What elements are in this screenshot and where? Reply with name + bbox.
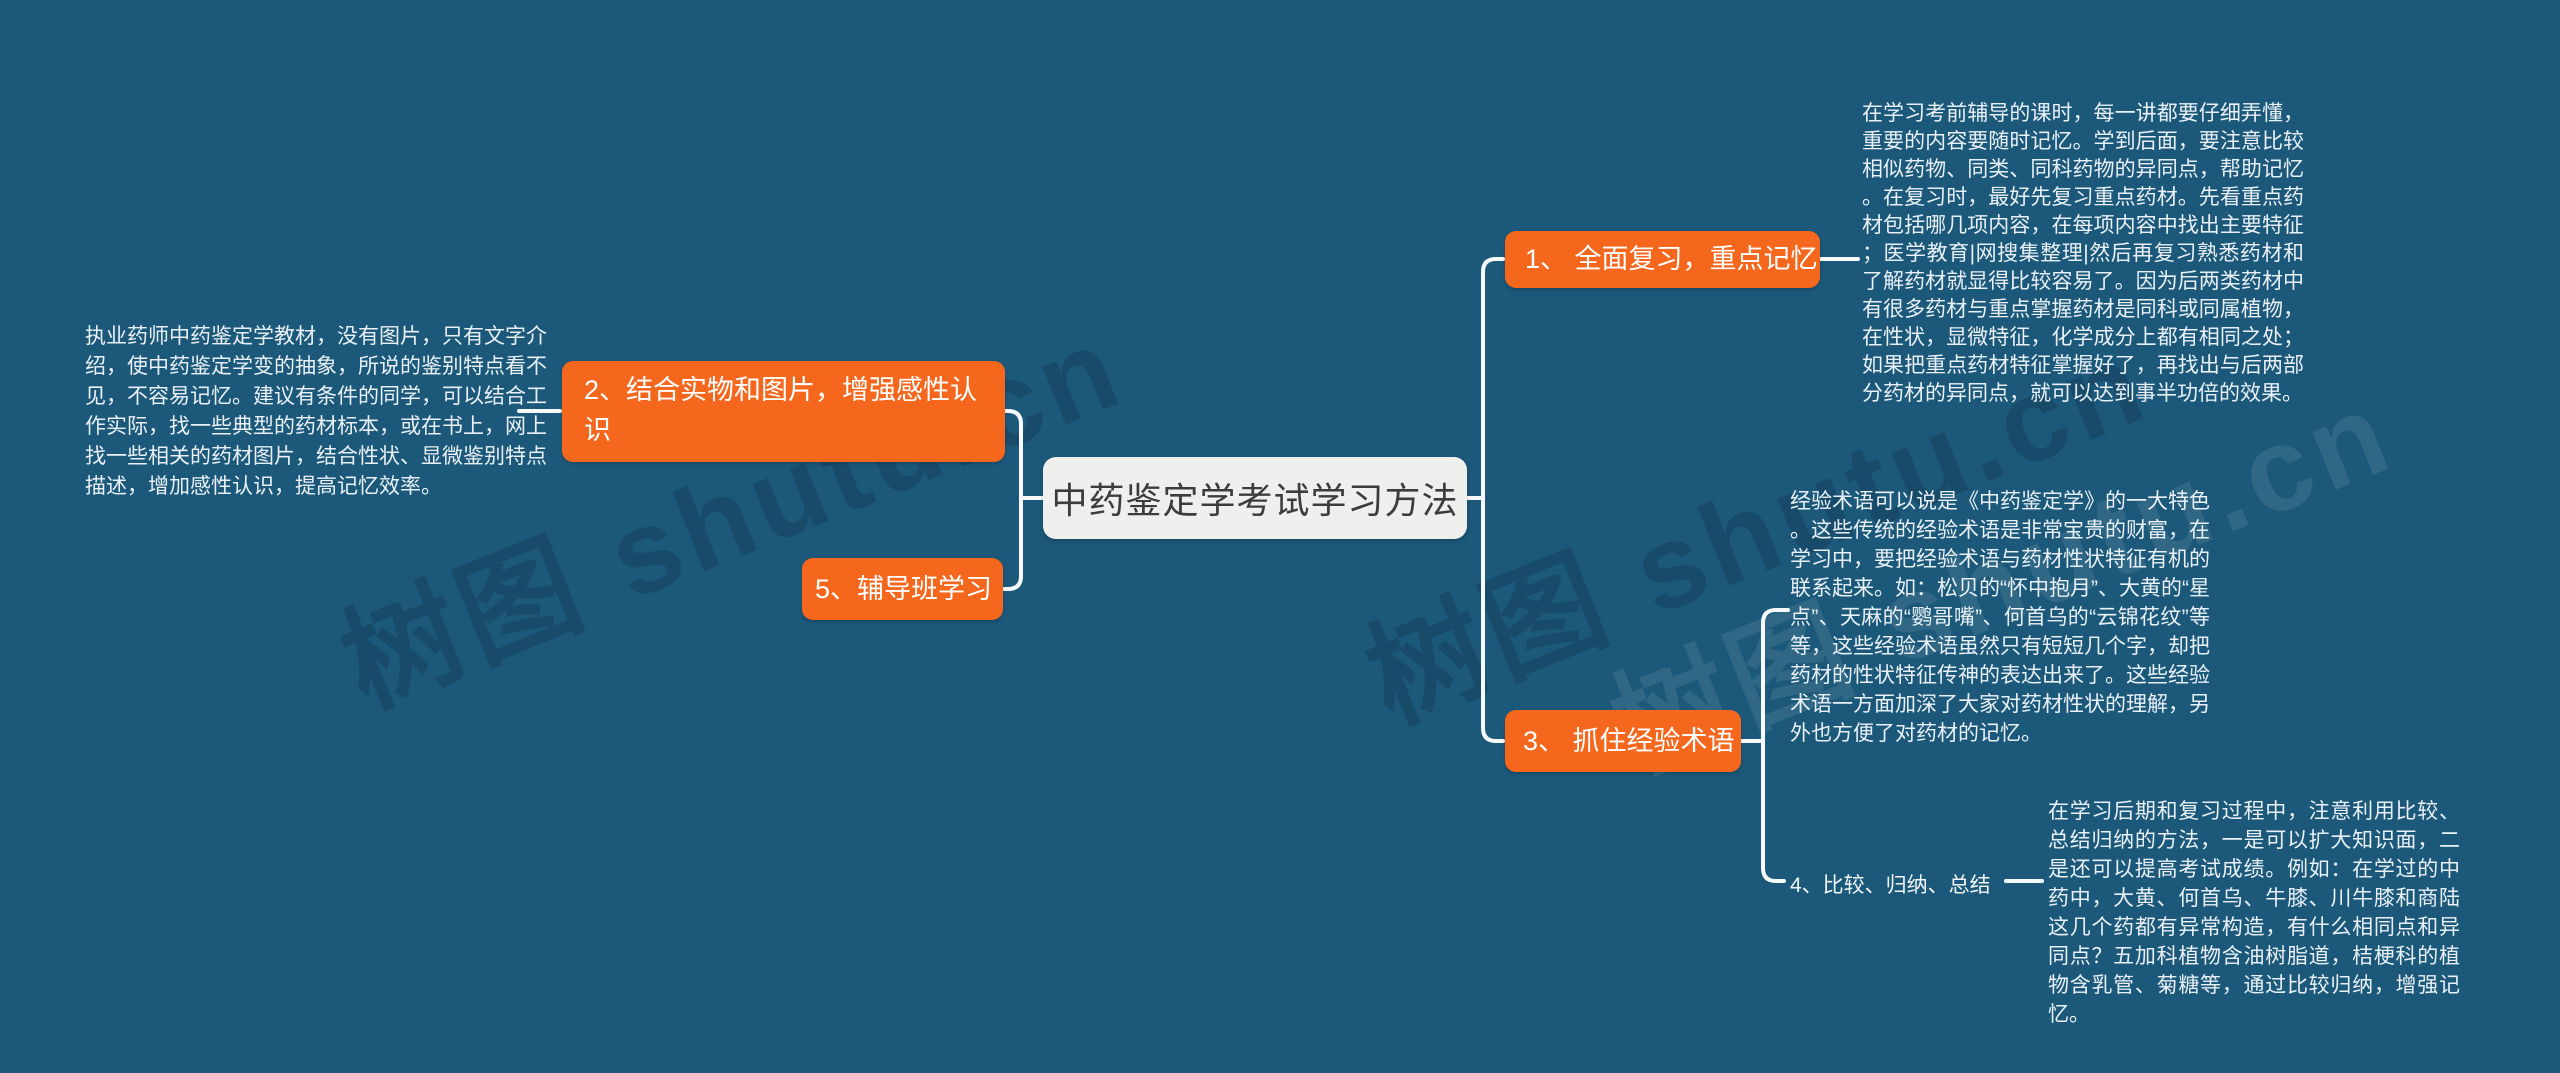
branch-3-description[interactable]: 经验术语可以说是《中药鉴定学》的一大特色。这些传统的经验术语是非常宝贵的财富，在… <box>1790 490 2210 745</box>
central-topic-node[interactable]: 中药鉴定学考试学习方法 <box>1043 457 1467 539</box>
branch-2-description[interactable]: 执业药师中药鉴定学教材，没有图片，只有文字介绍，使中药鉴定学变的抽象，所说的鉴别… <box>85 325 547 498</box>
branch-4-description[interactable]: 在学习后期和复习过程中，注意利用比较、总结归纳的方法，一是可以扩大知识面，二是还… <box>2048 800 2460 1026</box>
branch-node-4[interactable]: 4、比较、归纳、总结 <box>1790 874 1991 897</box>
central-topic-label: 中药鉴定学考试学习方法 <box>1051 480 1459 521</box>
branch-1-label: 1、 全面复习，重点记忆 <box>1525 244 1818 274</box>
branch-3-label: 3、 抓住经验术语 <box>1523 726 1735 756</box>
branch-node-2[interactable]: 2、结合实物和图片，增强感性认识 <box>562 361 1005 462</box>
branch-node-3[interactable]: 3、 抓住经验术语 <box>1505 710 1741 772</box>
branch-5-label: 5、辅导班学习 <box>815 574 993 604</box>
branch-node-1[interactable]: 1、 全面复习，重点记忆 <box>1505 231 1820 288</box>
branch-node-5[interactable]: 5、辅导班学习 <box>802 558 1003 620</box>
branch-2-label: 2、结合实物和图片，增强感性认识 <box>584 375 978 445</box>
branch-1-description[interactable]: 在学习考前辅导的课时，每一讲都要仔细弄懂，重要的内容要随时记忆。学到后面，要注意… <box>1862 102 2304 405</box>
